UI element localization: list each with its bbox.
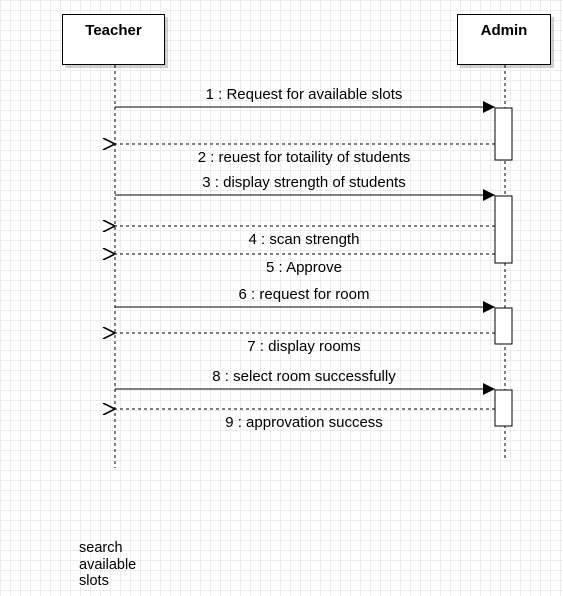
message-label-2: 2 : reuest for totaility of students	[198, 149, 411, 166]
message-label-6: 6 : request for room	[239, 286, 370, 303]
admin-activation-bar-3	[494, 307, 513, 345]
actor-teacher-label: Teacher	[85, 22, 142, 39]
admin-activation-bar-4	[494, 389, 513, 427]
actor-teacher[interactable]: Teacher	[62, 14, 165, 65]
message-label-7: 7 : display rooms	[247, 338, 360, 355]
note-line-1: search	[79, 540, 123, 556]
message-label-9: 9 : approvation success	[225, 414, 383, 431]
note-line-3: slots	[79, 573, 109, 589]
message-label-3: 3 : display strength of students	[202, 174, 405, 191]
messages-layer: 1 : Request for available slots 2 : reues…	[115, 86, 495, 431]
admin-activation-bar-1	[494, 107, 513, 161]
actor-admin-label: Admin	[480, 22, 528, 39]
actor-admin[interactable]: Admin	[457, 14, 551, 65]
admin-activation-bar-2	[494, 195, 513, 264]
message-label-5: 5 : Approve	[266, 259, 342, 276]
message-label-8: 8 : select room successfully	[212, 368, 396, 385]
note-line-2: available	[79, 556, 137, 573]
message-label-1: 1 : Request for available slots	[206, 86, 403, 103]
note-text: search available slots	[79, 540, 136, 590]
message-label-4: 4 : scan strength	[249, 231, 360, 248]
